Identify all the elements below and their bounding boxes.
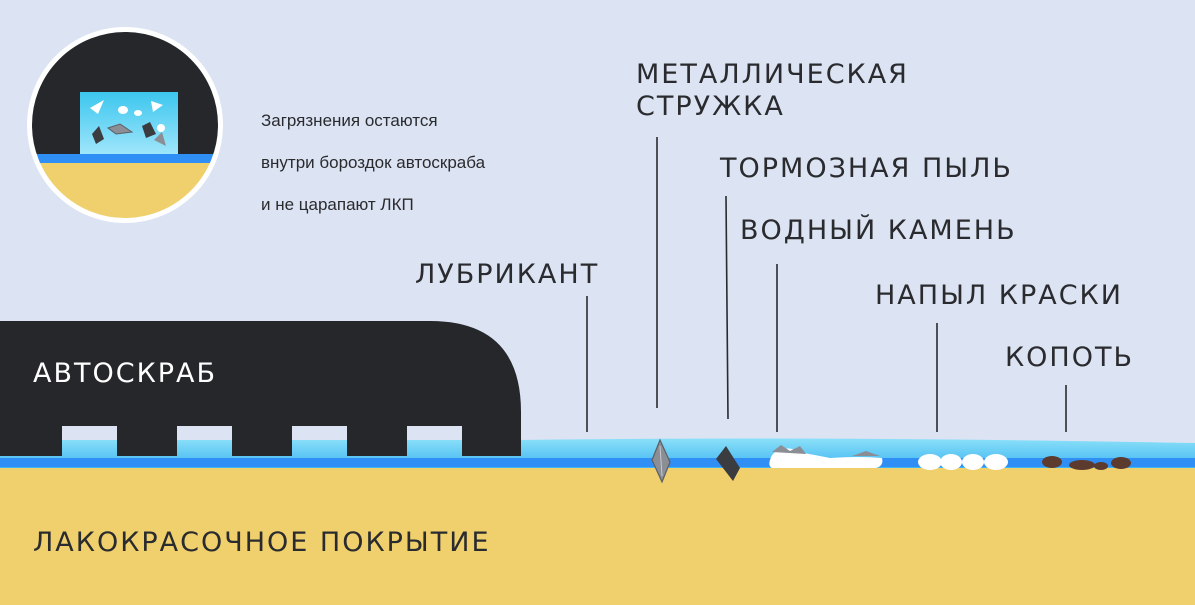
label-autoscrub: АВТОСКРАБ (33, 358, 218, 389)
lubricant-deep-line (0, 458, 1195, 467)
label-soot: КОПОТЬ (1005, 342, 1134, 373)
label-metal-shavings-1: МЕТАЛЛИЧЕСКАЯ (636, 59, 909, 90)
autoscrub-body (0, 321, 521, 456)
inset-note-line-2: внутри бороздок автоскраба (261, 153, 486, 172)
brake-dust-particle (716, 446, 740, 481)
soot-particles (1042, 456, 1131, 470)
inset-note-line-1: Загрязнения остаются (261, 111, 438, 130)
paint-overspray-particles (918, 454, 1008, 470)
leader-lines (586, 137, 1067, 432)
label-lubricant: ЛУБРИКАНТ (415, 259, 600, 290)
label-paint-overspray: НАПЫЛ КРАСКИ (875, 280, 1123, 311)
label-water-stone: ВОДНЫЙ КАМЕНЬ (740, 215, 1017, 246)
inset-note-line-3: и не царапают ЛКП (261, 195, 414, 214)
water-stone-deposit (769, 445, 883, 468)
label-brake-dust: ТОРМОЗНАЯ ПЫЛЬ (720, 153, 1013, 184)
inset-magnifier (27, 27, 223, 223)
paint-coating-layer (0, 468, 1195, 605)
label-paint-coating: ЛАКОКРАСОЧНОЕ ПОКРЫТИЕ (33, 527, 491, 558)
label-metal-shavings-2: СТРУЖКА (636, 91, 785, 122)
inset-note: Загрязнения остаются внутри бороздок авт… (261, 89, 485, 236)
leader-brake-dust (725, 195, 729, 420)
